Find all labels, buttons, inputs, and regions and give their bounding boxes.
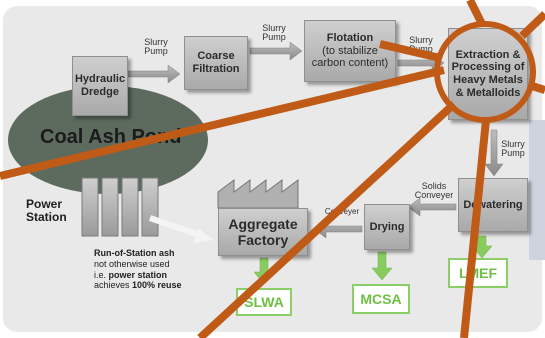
- arrow-dredge-to-filtration: [127, 64, 181, 84]
- arrow-station-to-factory: [149, 215, 203, 239]
- slurry-pump-label-2: Slurry Pump: [262, 23, 286, 43]
- solids-conveyer-label: Solids Conveyer: [414, 181, 454, 201]
- slurry-pump-label-1: Slurry Pump: [144, 37, 168, 57]
- note-title: Run-of-Station ash: [94, 248, 175, 258]
- coal-ash-pond: [8, 86, 208, 194]
- aggregate-factory-label: Aggregate Factory: [228, 215, 298, 248]
- extraction-label: Extraction & Processing of Heavy Metals …: [451, 48, 525, 99]
- arrow-filtration-to-flotation: [249, 41, 303, 61]
- note-line-2: i.e. power station: [94, 269, 168, 280]
- hydraulic-dredge-label: Hydraulic Dredge: [74, 73, 126, 98]
- arrow-drying-to-mcsa: [371, 251, 393, 281]
- flotation-box: Flotation (to stabilize carbon content): [304, 20, 396, 82]
- product-slwa: SLWA: [236, 288, 292, 316]
- note-line-1: not otherwise used: [94, 258, 170, 269]
- drying-label: Drying: [369, 220, 405, 233]
- ray-right: [530, 82, 545, 94]
- power-station-label: Power Station: [26, 197, 67, 225]
- dewatering-box: Dewatering: [458, 178, 528, 232]
- slurry-pump-label-3: Slurry Pump: [409, 35, 433, 55]
- slurry-pump-label-4: Slurry Pump: [501, 139, 525, 159]
- hydraulic-dredge-box: Hydraulic Dredge: [72, 56, 128, 116]
- coarse-filtration-box: Coarse Filtration: [184, 36, 248, 90]
- power-station-icon: [81, 177, 159, 237]
- factory-roof: [217, 179, 299, 209]
- ray-down: [460, 119, 490, 338]
- flotation-sublabel: (to stabilize carbon content): [311, 44, 389, 70]
- extraction-box: Extraction & Processing of Heavy Metals …: [448, 28, 528, 120]
- arrow-station-to-factory-head: [194, 228, 214, 243]
- run-of-station-note: Run-of-Station ash not otherwise used i.…: [94, 248, 204, 291]
- note-line-3: achieves 100% reuse: [94, 280, 182, 291]
- ray-left-top: [379, 40, 441, 62]
- coarse-filtration-label: Coarse Filtration: [192, 50, 240, 75]
- product-mcsa: MCSA: [352, 284, 410, 314]
- flotation-label: Flotation: [326, 32, 374, 45]
- arrow-extraction-to-dewatering: [484, 129, 504, 177]
- ray-up-right: [519, 11, 545, 39]
- ray-left-upper: [0, 66, 445, 180]
- highlight-circle: [434, 21, 536, 123]
- arrow-dewatering-to-drying: [407, 197, 457, 217]
- aggregate-factory-box: Aggregate Factory: [218, 208, 308, 256]
- ray-up: [466, 0, 486, 26]
- ray-down-left: [197, 101, 457, 338]
- drying-box: Drying: [364, 204, 410, 250]
- side-strip: [529, 120, 545, 260]
